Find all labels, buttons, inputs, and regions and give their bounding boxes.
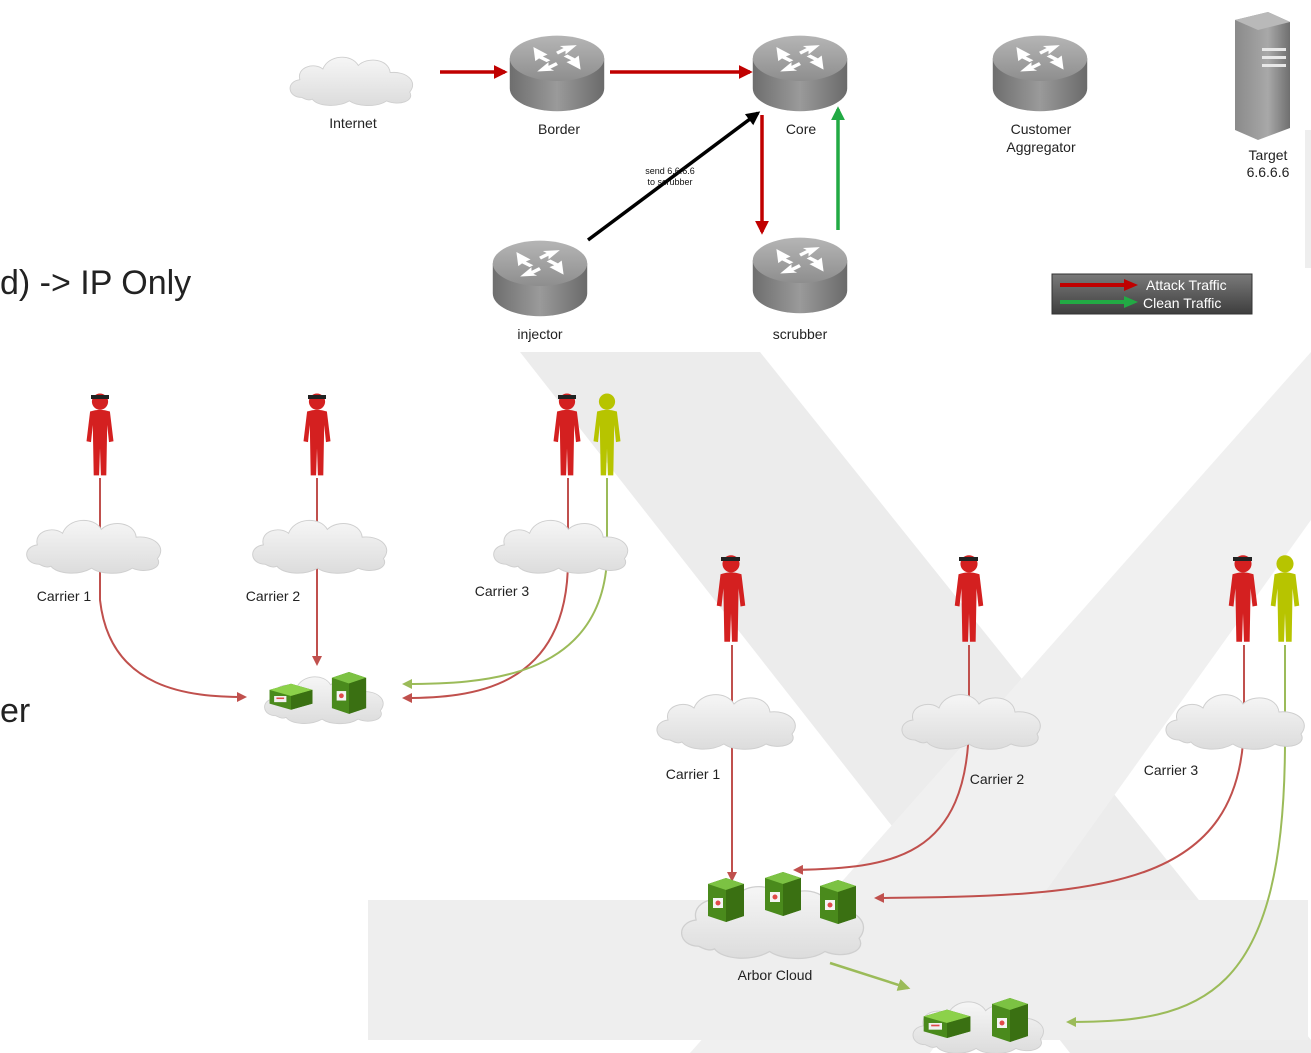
flow-rc3-attack-to-arbor-cloud	[874, 645, 1245, 903]
left-carrier-diagram: Carrier 1 Carrier 2 Carrier 3	[26, 393, 629, 725]
label-injector: injector	[517, 326, 562, 342]
injector-router-icon	[492, 240, 588, 317]
legend-clean-label: Clean Traffic	[1143, 295, 1221, 311]
slide-text-er: er	[0, 692, 30, 730]
target-server-icon	[1235, 12, 1311, 268]
label-customer-aggregator-line2: Aggregator	[1006, 139, 1076, 155]
slide-text-ip-only: d) -> IP Only	[0, 264, 191, 302]
top-network-diagram: Internet Border Core Customer Aggregator…	[289, 12, 1311, 342]
arbor-tms-appliance-icon	[708, 878, 744, 922]
arbor-tms-appliance-icon	[820, 880, 856, 924]
annotation-send-line2: to scrubber	[647, 177, 692, 187]
flow-arbor-cloud-to-customer	[829, 961, 911, 991]
rc3-cloud-icon	[1165, 694, 1305, 750]
label-right-carrier3: Carrier 3	[1144, 762, 1199, 778]
legend-attack-label: Attack Traffic	[1146, 277, 1227, 293]
carrier1-cloud-icon	[26, 519, 162, 574]
customer-aggregator-router-icon	[992, 35, 1088, 112]
label-target-line1: Target	[1249, 147, 1288, 163]
internet-cloud-icon	[289, 56, 414, 107]
arbor-tms-appliance-icon	[765, 872, 801, 916]
label-left-carrier1: Carrier 1	[37, 588, 92, 604]
border-router-icon	[509, 35, 605, 112]
attacker-masks	[721, 557, 1252, 561]
flow-carrier3-attack-to-customer	[402, 478, 569, 703]
annotation-send-line1: send 6.6.6.6	[645, 166, 695, 176]
carrier2-cloud-icon	[252, 519, 388, 574]
legend-clean-arrowhead	[1124, 296, 1138, 308]
label-border: Border	[538, 121, 580, 137]
flow-carrier1-to-customer	[99, 478, 247, 702]
label-customer-aggregator-line1: Customer	[1011, 121, 1072, 137]
attacker-icon	[86, 393, 114, 476]
right-tms-appliance-icon	[992, 998, 1028, 1042]
label-target-line2: 6.6.6.6	[1247, 164, 1290, 180]
core-router-icon	[752, 35, 848, 112]
label-internet: Internet	[329, 115, 377, 131]
label-right-carrier1: Carrier 1	[666, 766, 721, 782]
rc1-cloud-icon	[656, 694, 796, 750]
tms-appliance-icon	[331, 672, 367, 714]
label-core: Core	[786, 121, 817, 137]
label-right-carrier2: Carrier 2	[970, 771, 1025, 787]
attacker-masks	[91, 395, 576, 399]
flow-rc2-to-arbor-cloud	[793, 645, 970, 875]
traffic-legend: Attack Traffic Clean Traffic	[1051, 273, 1253, 315]
label-arbor-cloud: Arbor Cloud	[738, 967, 813, 983]
label-left-carrier3: Carrier 3	[475, 583, 530, 599]
legend-attack-arrowhead	[1124, 279, 1138, 291]
scrubber-router-icon	[752, 237, 848, 314]
right-carrier-diagram: Carrier 1 Carrier 2 Carrier 3 Arbor Clou…	[656, 555, 1305, 1053]
flow-carrier3-clean-to-customer	[402, 478, 608, 689]
attacker-icon	[303, 393, 331, 476]
label-scrubber: scrubber	[773, 326, 828, 342]
flow-rc3-clean-to-customer	[1066, 645, 1286, 1027]
arrow-injector-to-core	[586, 111, 761, 242]
label-left-carrier2: Carrier 2	[246, 588, 301, 604]
